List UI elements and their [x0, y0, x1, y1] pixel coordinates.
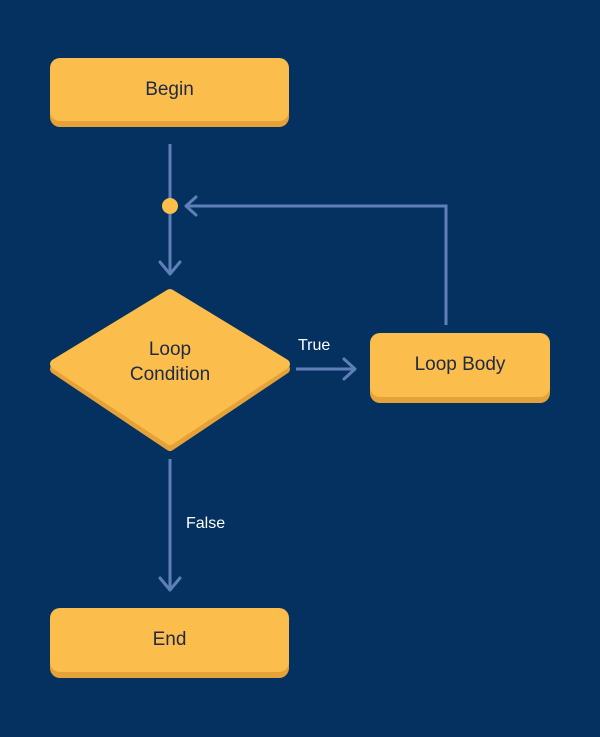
- condition-diamond: [50, 289, 290, 445]
- condition-node-label: Loop Condition: [95, 337, 245, 387]
- junction-dot: [162, 198, 178, 214]
- begin-node-label: Begin: [145, 78, 194, 100]
- condition-label-line1: Loop: [148, 339, 192, 360]
- arrowhead-right-to-body: [342, 357, 357, 381]
- condition-label-line2: Condition: [129, 364, 211, 385]
- loop-body-node: Loop Body: [370, 333, 550, 397]
- loop-body-node-label: Loop Body: [414, 354, 506, 375]
- true-edge-label: True: [298, 337, 331, 354]
- arrowhead-left-to-junction: [184, 195, 198, 217]
- arrowhead-down-to-end: [158, 576, 182, 592]
- begin-node: Begin: [50, 58, 289, 121]
- connector-loop-back: [186, 204, 448, 325]
- arrowhead-down-to-condition: [158, 260, 182, 276]
- end-node-label: End: [152, 629, 187, 650]
- false-edge-label: False: [186, 515, 226, 532]
- end-node: End: [50, 608, 289, 672]
